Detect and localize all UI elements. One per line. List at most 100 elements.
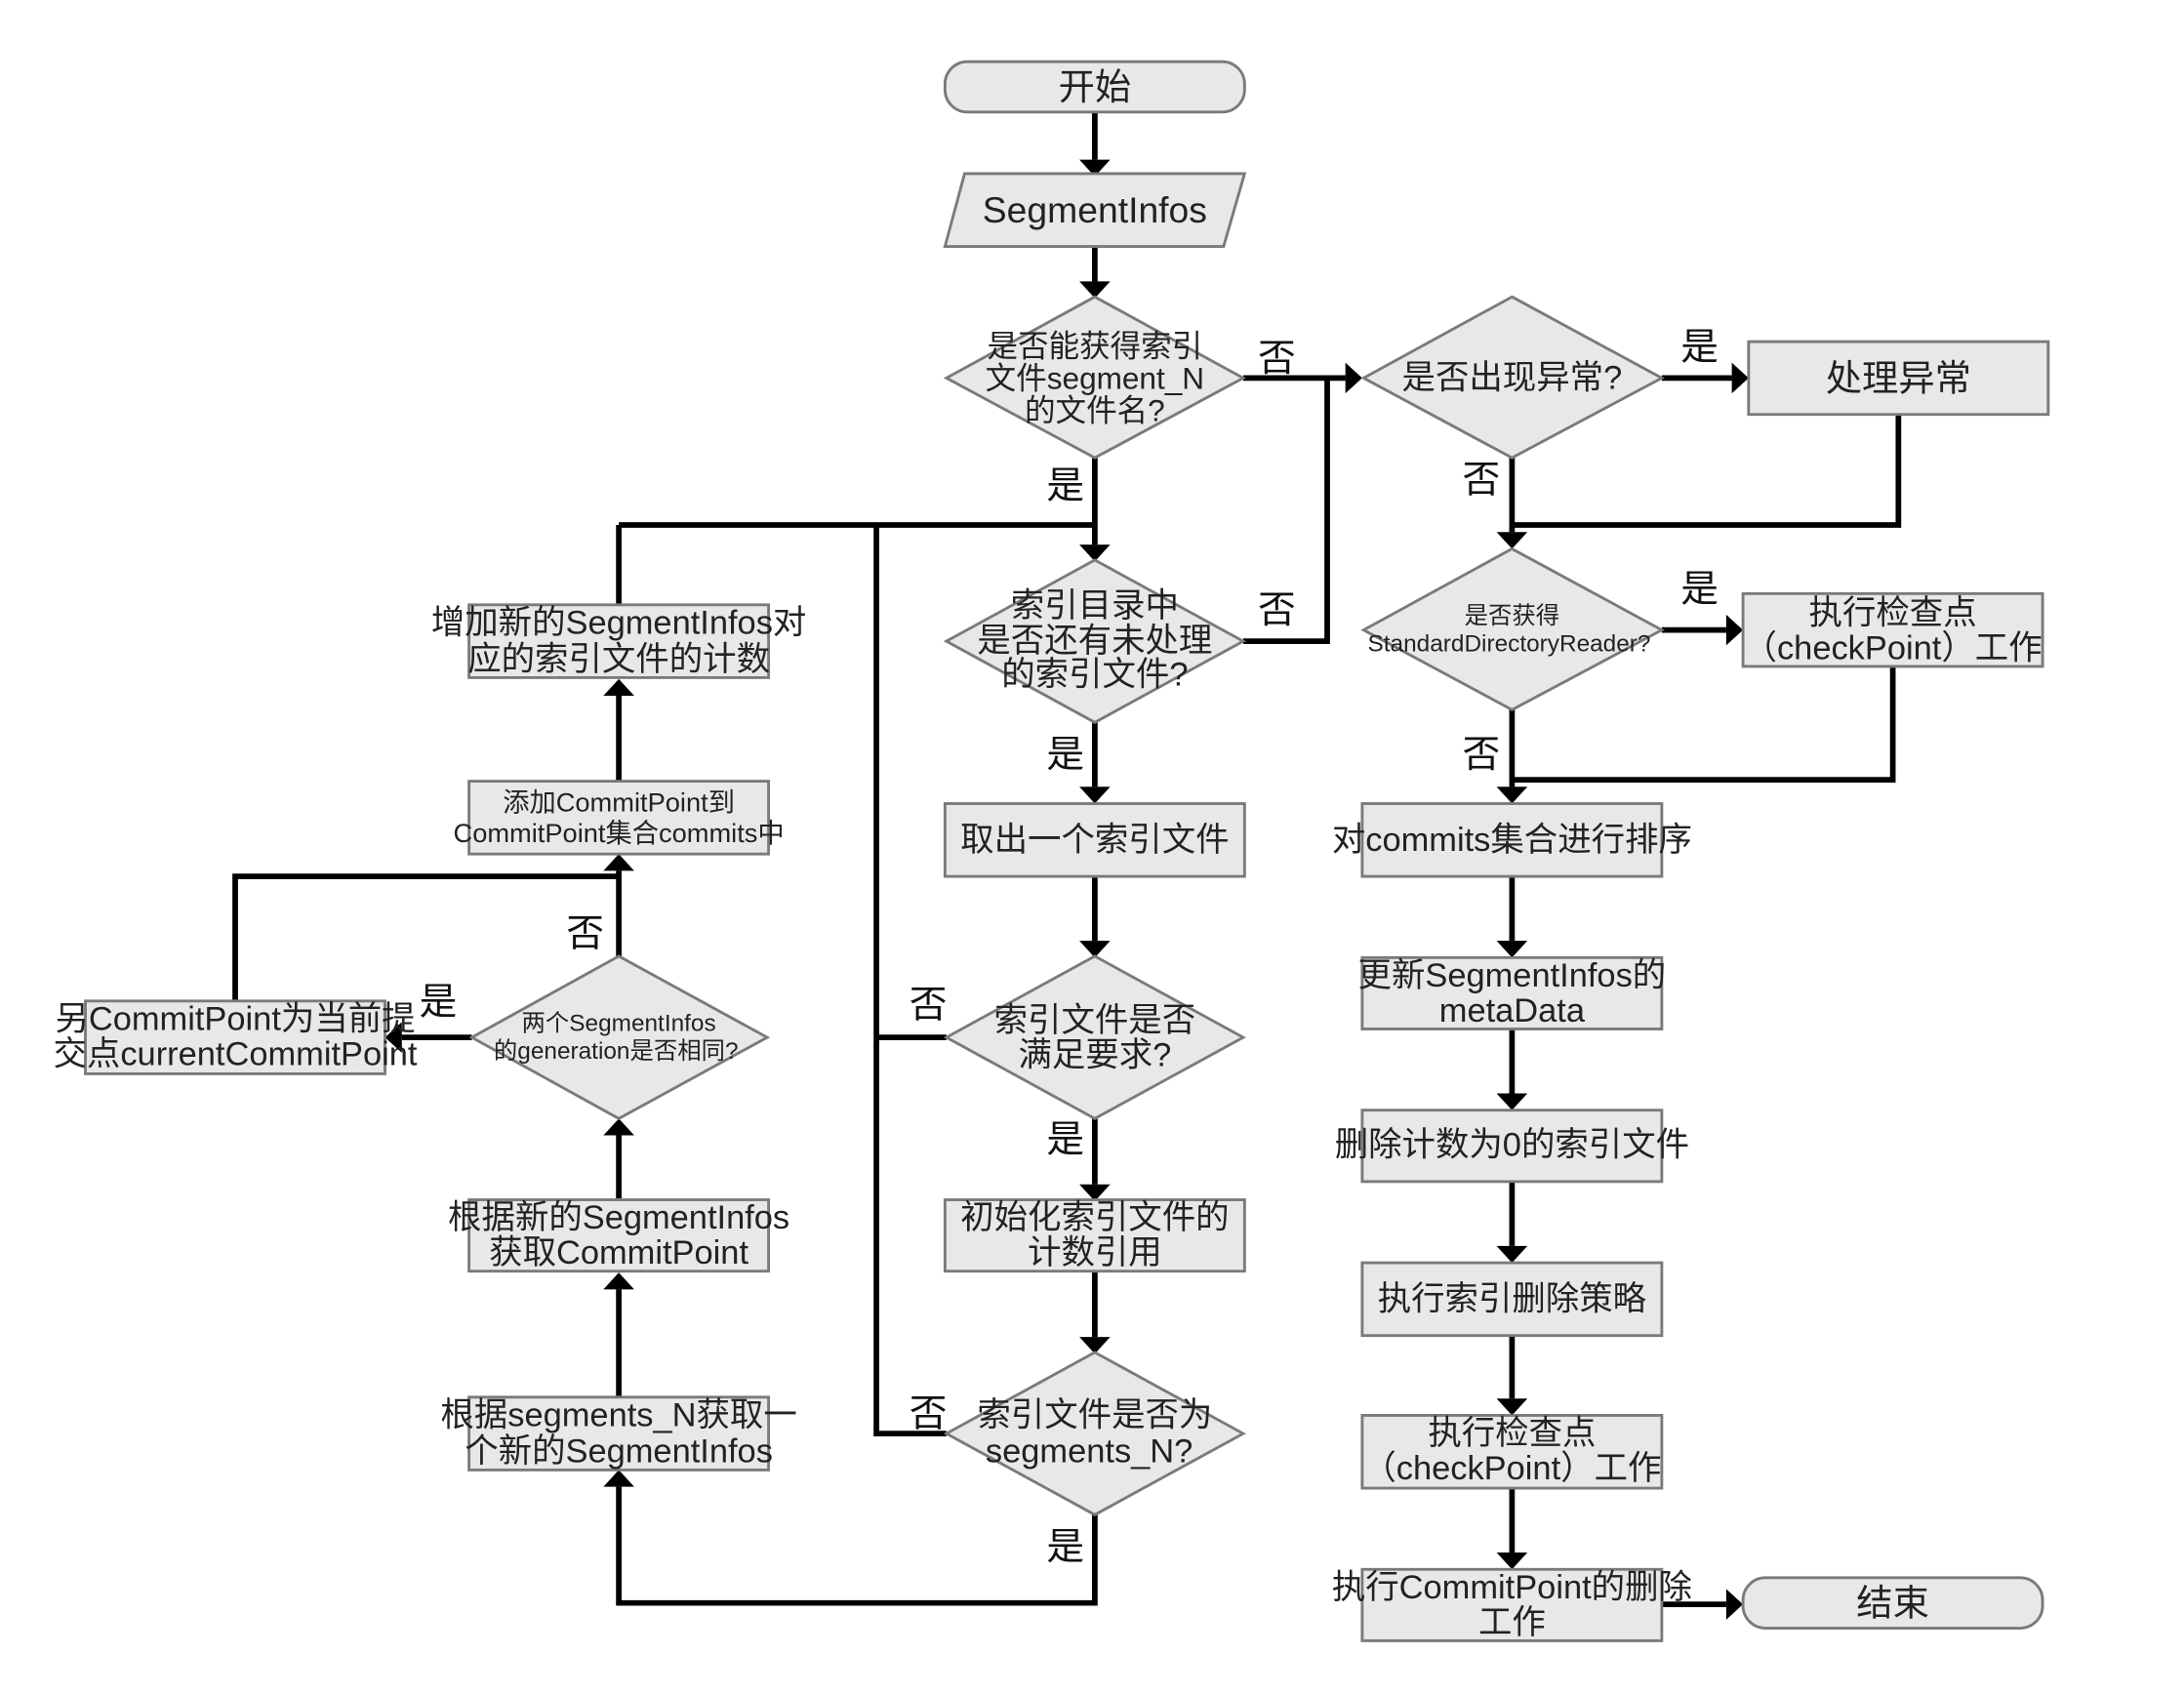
process-get-commitpoint: 根据新的SegmentInfos 获取CommitPoint — [448, 1198, 789, 1273]
process-new-segmentinfos: 根据segments_N获取一 个新的SegmentInfos — [440, 1395, 797, 1472]
arrowhead — [1079, 281, 1111, 299]
label-d1-no: 否 — [1258, 338, 1296, 380]
decision-meets-requirements: 索引文件是否 满足要求? — [943, 954, 1246, 1120]
edge-checkpoint1-to-join — [1512, 666, 1896, 784]
process-label-line: 更新SegmentInfos的 — [1358, 957, 1667, 994]
process-delete-zero-count: 删除计数为0的索引文件 — [1335, 1109, 1689, 1184]
edge-labels: 否 是 否 是 否 是 否 是 否 是 是 否 是 否 — [420, 326, 1719, 1567]
decision-text-line: 索引文件是否为 — [977, 1396, 1212, 1433]
process-label-line: 工作 — [1478, 1604, 1546, 1641]
segmentinfos-input: SegmentInfos — [943, 172, 1247, 248]
decision-text-line: 索引目录中 — [1011, 587, 1179, 625]
arrowhead — [1496, 786, 1528, 804]
start-terminal: 开始 — [943, 60, 1246, 114]
label-dexc-yes: 是 — [1680, 326, 1719, 368]
decision-text-line: StandardDirectoryReader? — [1368, 630, 1651, 657]
process-label: 执行索引删除策略 — [1378, 1280, 1646, 1317]
process-exec-checkpoint-2: 执行检查点 （checkPoint）工作 — [1360, 1414, 1664, 1490]
label-d5-no: 否 — [910, 985, 948, 1027]
process-exec-checkpoint-1: 执行检查点 （checkPoint）工作 — [1741, 591, 2044, 668]
process-label: 取出一个索引文件 — [960, 822, 1229, 859]
decision-standard-directory-reader: 是否获得 StandardDirectoryReader? — [1360, 546, 1665, 712]
process-label-line: 根据新的SegmentInfos — [448, 1199, 789, 1236]
decision-text-line: 满足要求? — [1018, 1037, 1171, 1074]
process-label-line: 交点currentCommitPoint — [54, 1035, 418, 1072]
label-d7-yes: 是 — [1046, 1526, 1084, 1568]
decision-text-line: 的generation是否相同? — [494, 1038, 739, 1065]
arrowhead — [1079, 941, 1111, 958]
edge-setcurrent-to-add — [232, 873, 620, 1001]
arrowhead — [1731, 362, 1749, 394]
process-label-line: 增加新的SegmentInfos对 — [431, 604, 807, 641]
arrowhead — [1496, 532, 1528, 549]
process-update-metadata: 更新SegmentInfos的 metaData — [1358, 955, 1667, 1030]
process-init-refcount: 初始化索引文件的 计数引用 — [943, 1198, 1246, 1273]
connectors — [232, 111, 1902, 1620]
process-label: 处理异常 — [1826, 357, 1971, 398]
arrowhead — [1496, 1398, 1528, 1416]
arrowhead — [1079, 786, 1111, 804]
arrowhead — [603, 1470, 634, 1487]
end-label: 结束 — [1856, 1583, 1929, 1624]
process-take-file: 取出一个索引文件 — [943, 802, 1246, 878]
process-label-line: （checkPoint）工作 — [1744, 629, 2042, 666]
label-d3-yes: 是 — [1046, 734, 1084, 776]
process-label-line: CommitPoint集合commits中 — [454, 818, 785, 848]
segmentinfos-label: SegmentInfos — [983, 189, 1207, 230]
decision-unprocessed-files: 索引目录中 是否还有未处理 的索引文件? — [943, 558, 1246, 724]
process-label: 对commits集合进行排序 — [1332, 822, 1692, 859]
arrowhead — [384, 1022, 402, 1053]
decision-text-line: segments_N? — [986, 1433, 1193, 1471]
process-label-line: 另CommitPoint为当前提 — [55, 1000, 415, 1037]
edge-d7-yes — [616, 1486, 1098, 1606]
process-label-line: 应的索引文件的计数 — [467, 641, 770, 678]
process-label-line: 执行检查点 — [1428, 1415, 1596, 1452]
arrowhead — [603, 854, 634, 871]
arrowhead — [603, 678, 634, 697]
arrowhead — [1496, 1553, 1528, 1570]
arrowhead — [1079, 1337, 1111, 1354]
arrowhead — [1725, 1589, 1744, 1620]
label-dsame-no: 否 — [566, 912, 604, 954]
decision-text-line: 文件segment_N — [986, 360, 1204, 395]
process-handle-exception: 处理异常 — [1747, 340, 2050, 417]
process-increase-count: 增加新的SegmentInfos对 应的索引文件的计数 — [431, 603, 807, 679]
arrowhead — [603, 1272, 634, 1290]
process-label-line: 执行CommitPoint的删除 — [1332, 1569, 1692, 1606]
label-dstd-no: 否 — [1462, 734, 1500, 776]
arrowhead — [1079, 159, 1111, 177]
arrowhead — [603, 1118, 634, 1136]
decision-text-line: 的索引文件? — [1001, 657, 1188, 694]
label-d5-yes: 是 — [1046, 1118, 1084, 1160]
arrowhead — [1079, 1184, 1111, 1201]
process-label: 删除计数为0的索引文件 — [1335, 1127, 1689, 1164]
decision-get-segments-filename: 是否能获得索引 文件segment_N 的文件名? — [943, 295, 1246, 460]
label-d7-no: 否 — [910, 1393, 948, 1435]
decision-same-generation: 两个SegmentInfos 的generation是否相同? — [468, 954, 771, 1120]
edge-no-loop-back — [873, 525, 947, 1436]
arrowhead — [1496, 1245, 1528, 1264]
decision-text-line: 索引文件是否 — [994, 1002, 1196, 1039]
arrowhead — [1725, 614, 1744, 646]
process-label-line: 获取CommitPoint — [489, 1234, 748, 1271]
decision-text-line: 是否还有未处理 — [977, 623, 1212, 660]
process-label-line: 初始化索引文件的 — [960, 1199, 1229, 1236]
process-label-line: 执行检查点 — [1809, 594, 1977, 631]
decision-text-line: 是否获得 — [1465, 603, 1559, 629]
decision-text-line: 两个SegmentInfos — [522, 1010, 716, 1036]
label-dexc-no: 否 — [1462, 460, 1500, 502]
process-label-line: 根据segments_N获取一 — [440, 1396, 796, 1433]
label-dsame-yes: 是 — [420, 982, 458, 1024]
label-d3-no: 否 — [1258, 589, 1296, 631]
edge-d3-no — [1242, 378, 1330, 644]
process-label-line: 个新的SegmentInfos — [465, 1433, 773, 1471]
decision-text-line: 的文件名? — [1025, 392, 1165, 427]
process-sort-commits: 对commits集合进行排序 — [1332, 802, 1692, 878]
label-d1-yes: 是 — [1046, 464, 1084, 506]
decision-exception: 是否出现异常? — [1360, 295, 1665, 460]
label-dstd-yes: 是 — [1680, 569, 1719, 611]
process-label-line: 添加CommitPoint到 — [503, 787, 735, 818]
decision-text-line: 是否能获得索引 — [987, 328, 1202, 363]
